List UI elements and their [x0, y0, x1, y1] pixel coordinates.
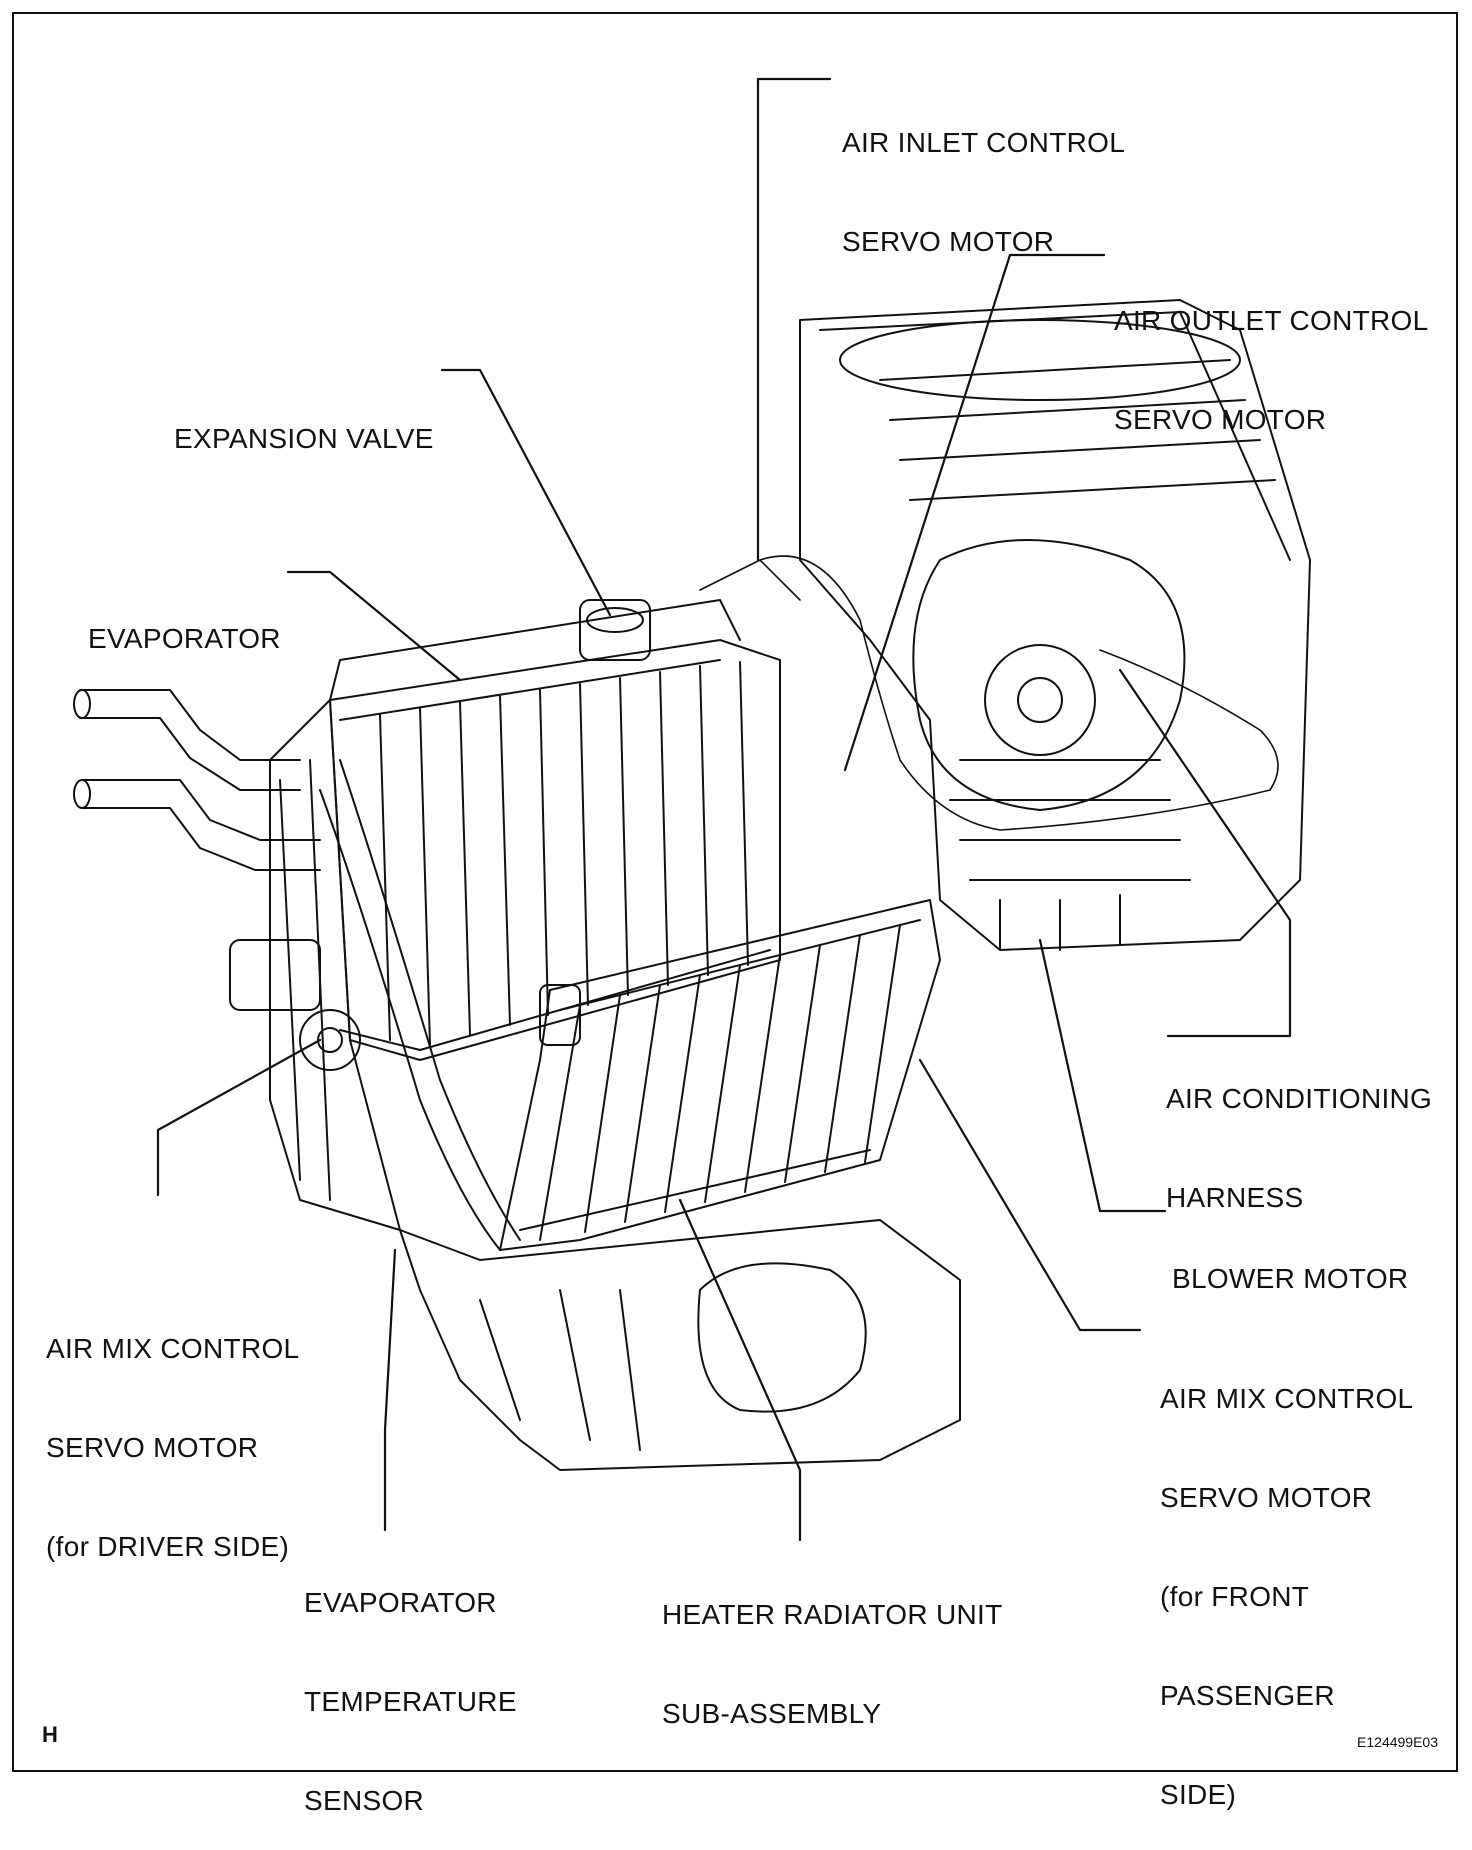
heater-radiator	[499, 899, 941, 1251]
harness	[699, 555, 1279, 831]
label-heater-radiator-unit: HEATER RADIATOR UNIT SUB-ASSEMBLY	[662, 1599, 1003, 1729]
corner-letter: H	[42, 1722, 58, 1747]
figure-code: E124499E03	[1357, 1734, 1438, 1750]
lower-case	[399, 1219, 961, 1471]
label-air-conditioning-harness: AIR CONDITIONING HARNESS	[1166, 1083, 1433, 1213]
blower-housing	[799, 299, 1311, 951]
evaporator-core	[329, 599, 781, 1061]
label-evaporator-temperature-sensor: EVAPORATOR TEMPERATURE SENSOR	[304, 1587, 517, 1816]
label-expansion-valve: EXPANSION VALVE	[174, 423, 434, 454]
leader-lines	[156, 77, 1292, 1542]
label-air-inlet-control-servo-motor: AIR INLET CONTROL SERVO MOTOR	[842, 127, 1126, 257]
label-air-mix-servo-driver: AIR MIX CONTROL SERVO MOTOR (for DRIVER …	[46, 1333, 300, 1562]
label-evaporator: EVAPORATOR	[88, 623, 281, 654]
label-air-mix-servo-passenger: AIR MIX CONTROL SERVO MOTOR (for FRONT P…	[1160, 1383, 1414, 1810]
label-air-outlet-control-servo-motor: AIR OUTLET CONTROL SERVO MOTOR	[1114, 305, 1429, 435]
heater-pipes	[73, 689, 521, 1251]
hvac-unit-drawing	[73, 77, 1311, 1542]
label-blower-motor: BLOWER MOTOR	[1172, 1263, 1409, 1294]
figure-frame	[12, 12, 1458, 1772]
left-case	[229, 699, 401, 1231]
